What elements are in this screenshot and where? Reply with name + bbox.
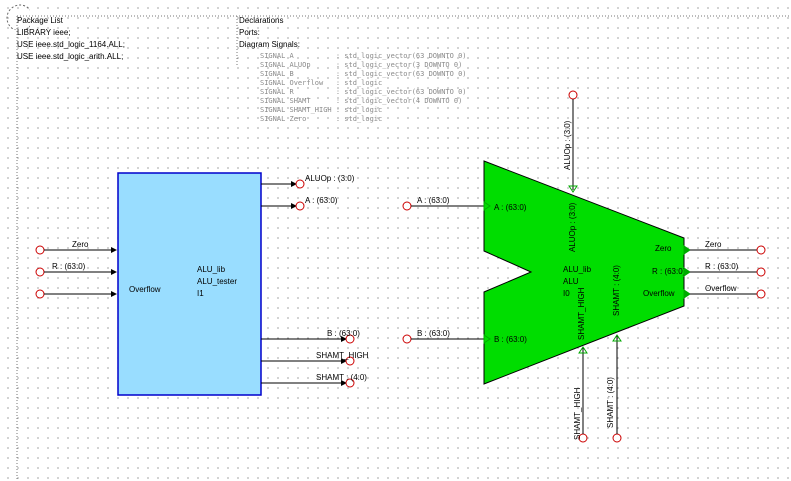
page-origin-marker — [6, 4, 30, 30]
signal-label-shamt-high: SHAMT_HIGH — [316, 351, 369, 360]
alu-port-zero: Zero — [655, 244, 672, 253]
tester-input-r[interactable]: R : (63:0) — [35, 262, 117, 277]
alu-output-overflow[interactable]: Overflow — [683, 284, 766, 299]
connector-circle[interactable] — [295, 201, 305, 211]
port-arrow — [568, 185, 578, 193]
tester-output-a[interactable]: A : (63:0) — [261, 196, 338, 211]
alu-port-shamt-high: SHAMT_HIGH — [577, 287, 586, 340]
alu-tester-block[interactable]: ALU_lib ALU_tester I1 Overflow — [117, 172, 262, 396]
connector-circle[interactable] — [402, 334, 412, 344]
alu-port-b: B : (63:0) — [494, 335, 527, 344]
tester-instance-label: I1 — [197, 289, 204, 298]
tester-input-overflow[interactable] — [35, 289, 117, 299]
connector-circle[interactable] — [295, 179, 305, 189]
signal-label-shamt-high: SHAMT_HIGH — [573, 387, 582, 440]
ports-label: Ports: — [239, 28, 260, 37]
port-arrow — [483, 201, 491, 211]
declarations-title: Declarations — [239, 16, 284, 25]
port-arrow — [483, 334, 491, 344]
alu-input-shamt[interactable]: SHAMT : (4:0) — [606, 334, 622, 443]
tester-output-aluop[interactable]: ALUOp : (3:0) — [261, 174, 355, 189]
signal-label-aluop: ALUOp : (3:0) — [563, 120, 572, 170]
alu-input-b[interactable]: B : (63:0) — [402, 329, 491, 344]
alu-input-shamt-high[interactable]: SHAMT_HIGH — [573, 346, 588, 443]
signal-label-shamt: SHAMT : (4:0) — [316, 373, 367, 382]
package-line: USE ieee.std_logic_1164.ALL; — [17, 40, 125, 49]
tester-output-shamt[interactable]: SHAMT : (4:0) — [261, 373, 367, 388]
signal-declaration: SIGNAL SHAMT_HIGH : std_logic — [260, 106, 383, 114]
signal-label-a: A : (63:0) — [417, 196, 450, 205]
connector-circle[interactable] — [402, 201, 412, 211]
signal-declaration: SIGNAL Overflow : std_logic — [260, 79, 383, 87]
signal-declaration: SIGNAL R : std_logic_vector(63 DOWNTO 0) — [260, 88, 467, 96]
port-arrow — [612, 334, 622, 342]
alu-lib-label: ALU_lib — [563, 265, 592, 274]
port-arrow — [683, 289, 691, 299]
package-list-title: Package List — [17, 16, 63, 25]
signal-declaration: SIGNAL SHAMT : std_logic_vector(4 DOWNTO… — [260, 97, 463, 105]
port-arrow — [683, 267, 691, 277]
declarations-panel[interactable]: Declarations Ports: Diagram Signals: SIG… — [239, 16, 539, 126]
alu-output-r[interactable]: R : (63:0) — [683, 262, 766, 277]
connector-circle[interactable] — [756, 267, 766, 277]
signal-label-b: B : (63:0) — [327, 329, 360, 338]
package-line: LIBRARY ieee; — [17, 28, 71, 37]
connector-circle[interactable] — [35, 289, 45, 299]
alu-port-overflow: Overflow — [643, 289, 675, 298]
tester-lib-label: ALU_lib — [197, 265, 226, 274]
alu-input-aluop[interactable]: ALUOp : (3:0) — [563, 90, 578, 193]
signal-label-r: R : (63:0) — [52, 262, 86, 271]
tester-cell-label: ALU_tester — [197, 277, 237, 286]
signal-declaration: SIGNAL Zero : std_logic — [260, 115, 383, 123]
alu-port-shamt: SHAMT : (4:0) — [612, 265, 621, 316]
signal-declaration: SIGNAL A : std_logic_vector(63 DOWNTO 0) — [260, 52, 467, 60]
port-arrow — [683, 245, 691, 255]
alu-port-a: A : (63:0) — [494, 203, 527, 212]
connector-circle[interactable] — [756, 289, 766, 299]
connector-circle[interactable] — [345, 356, 355, 366]
connector-circle[interactable] — [756, 245, 766, 255]
signal-label-a: A : (63:0) — [305, 196, 338, 205]
signal-label-aluop: ALUOp : (3:0) — [305, 174, 355, 183]
connector-circle[interactable] — [345, 334, 355, 344]
signal-label-zero: Zero — [72, 240, 89, 249]
signal-declaration: SIGNAL ALUOp : std_logic_vector(3 DOWNTO… — [260, 61, 463, 69]
diagram-signals-label: Diagram Signals: — [239, 40, 300, 49]
tester-input-zero[interactable]: Zero — [35, 240, 117, 255]
signal-label-shamt: SHAMT : (4:0) — [606, 377, 615, 428]
signal-label-r: R : (63:0) — [705, 262, 739, 271]
alu-port-aluop: ALUOp : (3:0) — [568, 202, 577, 252]
signal-label-overflow: Overflow — [705, 284, 737, 293]
connector-circle[interactable] — [35, 267, 45, 277]
connector-circle[interactable] — [612, 433, 622, 443]
alu-output-zero[interactable]: Zero — [683, 240, 766, 255]
signal-declaration: SIGNAL B : std_logic_vector(63 DOWNTO 0) — [260, 70, 467, 78]
alu-input-a[interactable]: A : (63:0) — [402, 196, 491, 211]
connector-circle[interactable] — [35, 245, 45, 255]
tester-output-shamt-high[interactable]: SHAMT_HIGH — [261, 351, 369, 366]
connector-circle[interactable] — [345, 378, 355, 388]
connector-circle[interactable] — [568, 90, 578, 100]
signal-label-zero: Zero — [705, 240, 722, 249]
signal-label-b: B : (63:0) — [417, 329, 450, 338]
tester-port-overflow: Overflow — [129, 285, 161, 294]
alu-cell-label: ALU — [563, 277, 579, 286]
tester-output-b[interactable]: B : (63:0) — [261, 329, 360, 344]
port-arrow — [578, 346, 588, 354]
alu-port-r: R : (63:0) — [652, 267, 686, 276]
alu-instance-label: I0 — [563, 289, 570, 298]
package-list-panel[interactable]: Package List LIBRARY ieee; USE ieee.std_… — [17, 16, 237, 65]
package-line: USE ieee.std_logic_arith.ALL; — [17, 52, 124, 61]
alu-block[interactable]: ALU_lib ALU I0 A : (63:0) B : (63:0) Zer… — [483, 160, 686, 385]
